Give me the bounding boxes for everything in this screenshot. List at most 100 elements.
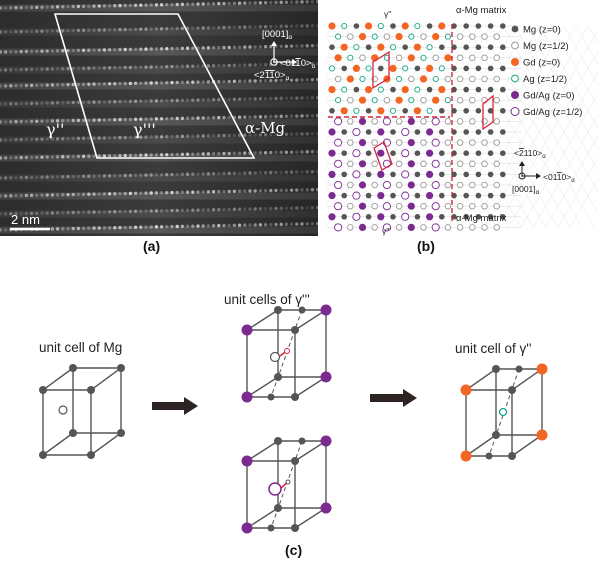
lattice-atom <box>475 65 482 72</box>
lattice-atom <box>352 191 361 200</box>
lattice-atom <box>347 118 354 125</box>
lattice-atom <box>390 214 396 220</box>
lattice-atom <box>365 150 372 156</box>
legend-label: Ag (z=1/2) <box>523 74 567 85</box>
lattice-atom <box>475 86 482 93</box>
lattice-atom <box>395 33 403 41</box>
lattice-atom <box>481 224 488 231</box>
caption-b: (b) <box>417 238 435 254</box>
lattice-atom <box>341 86 348 93</box>
lattice-atom <box>456 75 464 83</box>
lattice-atom <box>378 65 384 72</box>
lattice-atom <box>347 224 354 231</box>
lattice-atom <box>407 181 415 189</box>
lattice-atom <box>377 43 385 51</box>
lattice-atom <box>371 202 378 210</box>
lattice-atom <box>456 202 464 210</box>
lattice-atom <box>365 108 372 114</box>
lattice-atom <box>358 33 367 41</box>
lattice-atom <box>408 75 415 83</box>
matrix-label-top: α-Mg matrix <box>456 5 507 16</box>
lattice-atom <box>371 181 378 189</box>
lattice-atom <box>353 107 360 114</box>
lattice-atom <box>358 117 367 125</box>
legend-label: Gd/Ag (z=0) <box>523 91 574 102</box>
dir-01-10-b-label: <01 <box>543 172 558 182</box>
legend-label: Mg (z=1/2) <box>523 41 569 52</box>
lattice-atom <box>358 223 367 231</box>
lattice-atom <box>463 192 469 199</box>
lattice-atom <box>334 138 343 147</box>
gamma3-unit-cell-2 <box>241 435 332 534</box>
lattice-atom <box>444 33 451 40</box>
lattice-atom <box>439 129 445 135</box>
lattice-atom <box>500 192 506 199</box>
gamma3-cell-outline <box>373 141 393 171</box>
lattice-atom <box>487 65 494 72</box>
lattice-atom <box>431 159 440 168</box>
lattice-atom <box>335 33 342 40</box>
lattice-atom <box>493 181 500 189</box>
lattice-atom <box>382 202 391 211</box>
lattice-atom <box>340 43 348 51</box>
lattice-atom <box>432 33 440 41</box>
lattice-atom <box>487 192 494 199</box>
alpha-mg-label: α-Mg <box>245 119 286 137</box>
lattice-atom <box>431 202 440 211</box>
lattice-atom <box>377 107 385 115</box>
lattice-atom <box>328 170 336 178</box>
lattice-atom <box>371 97 378 104</box>
lattice-atom <box>402 65 409 72</box>
lattice-atom <box>407 139 415 147</box>
lattice-atom <box>439 108 445 114</box>
lattice-atom <box>420 139 427 146</box>
lattice-atom <box>487 23 494 29</box>
matrix-cell-outline <box>482 94 494 131</box>
lattice-atom <box>347 160 354 168</box>
lattice-atom <box>334 180 343 190</box>
lattice-atom <box>439 192 445 199</box>
lattice-atom <box>456 118 464 125</box>
lattice-atom <box>444 224 452 231</box>
lattice-atom <box>475 192 482 199</box>
lattice-atom <box>456 160 464 168</box>
svg-text:<2110>α: <2110>α <box>254 70 290 82</box>
lattice-atom <box>469 224 476 231</box>
lattice-atom <box>431 223 440 232</box>
lattice-atom <box>365 192 372 199</box>
arrow-1 <box>152 397 198 415</box>
lattice-atom <box>347 181 354 189</box>
lattice-atom <box>420 33 427 40</box>
stem-image: γ'' γ''' α-Mg [0001]α <0110>α <2110>α 2 … <box>0 0 318 236</box>
lattice-atom <box>334 75 342 83</box>
lattice-atom <box>352 64 360 72</box>
lattice-atom <box>377 170 385 178</box>
matrix-label-bottom: α-Mg matrix <box>456 213 507 224</box>
lattice-atom <box>396 75 403 83</box>
lattice-atom <box>500 214 506 220</box>
lattice-atom <box>481 33 488 40</box>
lattice-atom <box>444 139 452 146</box>
dir-0001-b-label: [0001] <box>512 184 536 194</box>
lattice-atom <box>426 23 433 29</box>
lattice-atom <box>358 160 367 168</box>
lattice-atom <box>334 202 343 211</box>
lattice-atom <box>469 33 476 40</box>
lattice-atom <box>493 118 500 125</box>
lattice-atom <box>382 180 391 190</box>
gamma2-unit-cell <box>460 363 548 462</box>
lattice-atom <box>328 86 336 94</box>
mg-unit-cell <box>39 364 125 459</box>
lattice-atom <box>444 118 452 125</box>
lattice-atom <box>390 150 396 156</box>
lattice-atom <box>414 214 421 220</box>
arrow-2 <box>370 389 417 407</box>
lattice-atom <box>401 212 410 221</box>
lattice-atom <box>426 149 434 157</box>
lattice-atom <box>334 54 342 62</box>
lattice-atom <box>469 75 476 83</box>
lattice-atom <box>328 65 336 72</box>
lattice-atom <box>493 75 500 83</box>
gamma3-label: γ''' <box>133 120 156 139</box>
lattice-atom <box>328 192 336 200</box>
